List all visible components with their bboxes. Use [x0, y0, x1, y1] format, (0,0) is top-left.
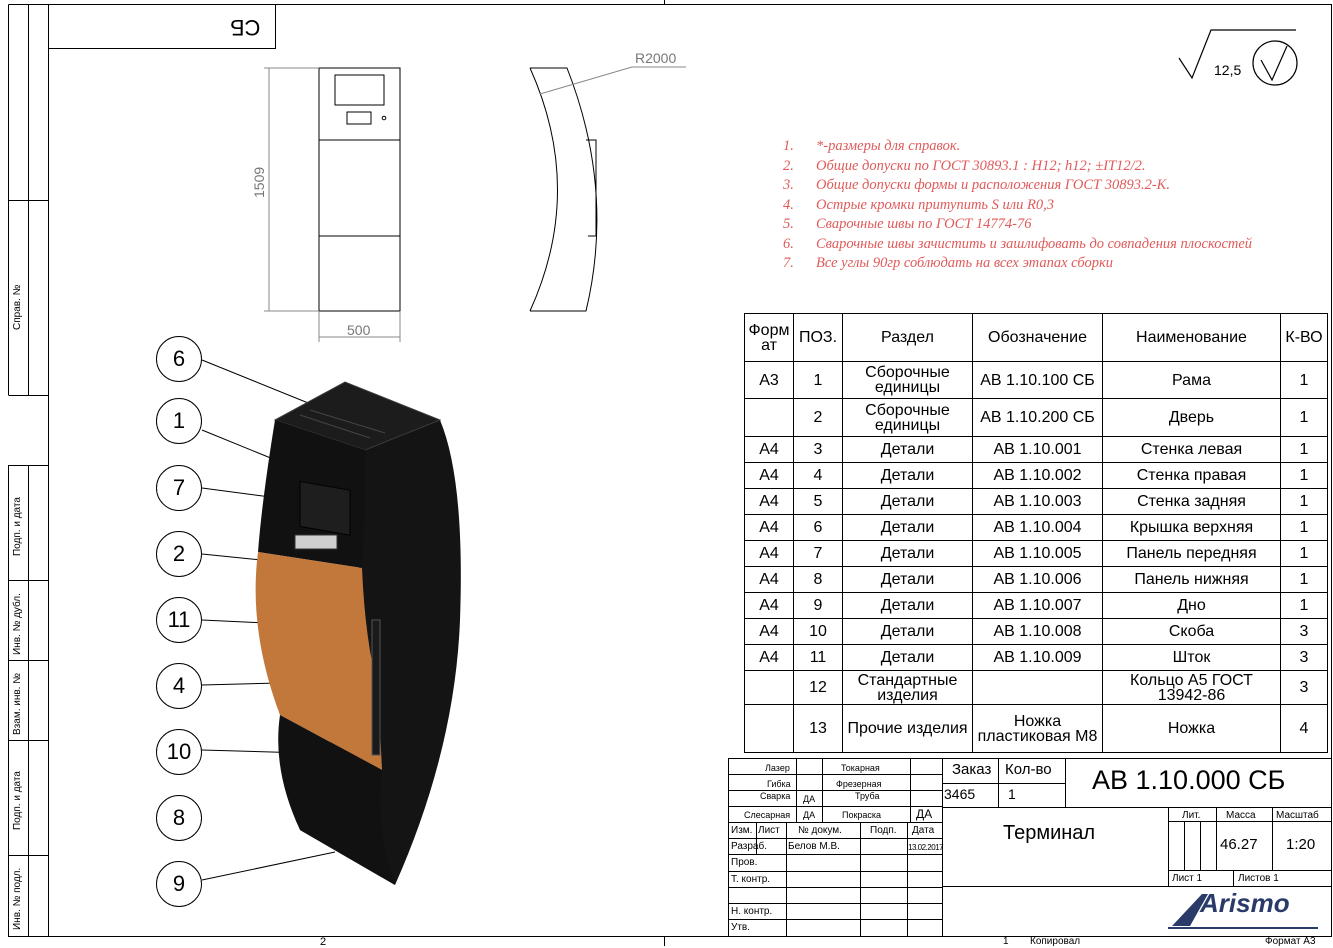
mass-label: Масса: [1226, 810, 1256, 821]
callout-10: 10: [156, 729, 202, 775]
op-bending: Гибка: [767, 779, 791, 789]
op-laser: Лазер: [765, 763, 790, 773]
specification-table: Форм ат ПОЗ. Раздел Обозначение Наименов…: [744, 313, 1328, 753]
op-locksmith: Слесарная: [744, 810, 791, 820]
spec-header-row: Форм ат ПОЗ. Раздел Обозначение Наименов…: [744, 313, 1328, 362]
spec-header: Обозначение: [972, 313, 1103, 362]
note-item: 6.Сварочные швы зачистить и зашлифовать …: [783, 235, 1253, 252]
technical-notes: 1.*-размеры для справок. 2.Общие допуски…: [783, 137, 1252, 274]
qty-label: Кол-во: [1005, 761, 1052, 778]
stamp-razrab: Разраб.: [731, 841, 768, 852]
qty-value: 1: [1008, 786, 1016, 802]
callout-2: 2: [156, 531, 202, 577]
spec-header: К-ВО: [1280, 313, 1328, 362]
spec-header: Наименование: [1102, 313, 1281, 362]
stamp-razrab-date: 13.02.2017: [908, 843, 944, 852]
callout-11: 11: [156, 597, 202, 643]
border-number-bottom-left: 2: [320, 936, 327, 948]
op-locksmith-val: ДА: [803, 810, 816, 820]
note-item: 1.*-размеры для справок.: [783, 138, 961, 154]
order-value: 3465: [944, 786, 976, 802]
dim-radius: R2000: [635, 50, 677, 66]
stamp-podp: Подп.: [870, 825, 897, 836]
callout-8: 8: [156, 795, 202, 841]
callout-9: 9: [156, 861, 202, 907]
order-label: Заказ: [952, 761, 992, 778]
orthographic-views: [264, 66, 686, 342]
note-item: 7.Все углы 90гр соблюдать на всех этапах…: [783, 255, 1114, 271]
roughness-value: 12,5: [1214, 62, 1242, 78]
op-painting-val: ДА: [916, 807, 933, 821]
callout-7: 7: [156, 465, 202, 511]
op-painting: Покраска: [842, 810, 882, 820]
stamp-izm: Изм.: [731, 825, 753, 836]
border-number-bottom-right: 1: [1003, 936, 1009, 947]
document-designation: АВ 1.10.000 СБ: [1092, 765, 1286, 795]
scale-value: 1:20: [1286, 836, 1316, 853]
stamp-doc: № докум.: [798, 825, 842, 836]
op-turning: Токарная: [841, 763, 880, 773]
stamp-data: Дата: [912, 825, 935, 836]
op-milling: Фрезерная: [836, 779, 882, 789]
product-name: Терминал: [1003, 822, 1096, 844]
isometric-view: [201, 359, 461, 885]
stamp-list: Лист: [758, 825, 780, 836]
footer-format: Формат А3: [1265, 936, 1316, 947]
lit-label: Лит.: [1182, 810, 1201, 821]
op-welding-val: ДА: [803, 794, 816, 804]
op-pipe: Труба: [855, 791, 880, 801]
note-item: 5.Сварочные швы по ГОСТ 14774-76: [783, 216, 1032, 232]
note-item: 3.Общие допуски формы и расположения ГОС…: [783, 177, 1170, 193]
stamp-prov: Пров.: [731, 857, 758, 868]
stamp-razrab-name: Белов М.В.: [788, 841, 840, 852]
footer-copied: Копировал: [1030, 936, 1081, 947]
scale-label: Масштаб: [1276, 810, 1319, 821]
stamp-tkontr: Т. контр.: [731, 874, 771, 885]
company-logo: [1168, 894, 1318, 929]
logo-text: Arismo: [1200, 888, 1290, 918]
sheet-label: Лист 1: [1172, 873, 1203, 884]
stamp-utv: Утв.: [731, 922, 751, 933]
stamp-nkontr: Н. контр.: [731, 906, 773, 917]
note-item: 2.Общие допуски по ГОСТ 30893.1 : H12; h…: [783, 157, 1146, 174]
op-welding: Сварка: [760, 791, 791, 801]
callout-1: 1: [156, 398, 202, 444]
sheets-label: Листов 1: [1238, 873, 1279, 884]
callout-4: 4: [156, 663, 202, 709]
roughness-symbol: [1178, 29, 1298, 86]
note-item: 4.Острые кромки притупить S или R0,3: [783, 196, 1054, 213]
dim-width: 500: [347, 322, 371, 338]
border-number-top: 2: [320, 0, 326, 2]
callout-6: 6: [156, 336, 202, 382]
mass-value: 46.27: [1220, 836, 1258, 853]
